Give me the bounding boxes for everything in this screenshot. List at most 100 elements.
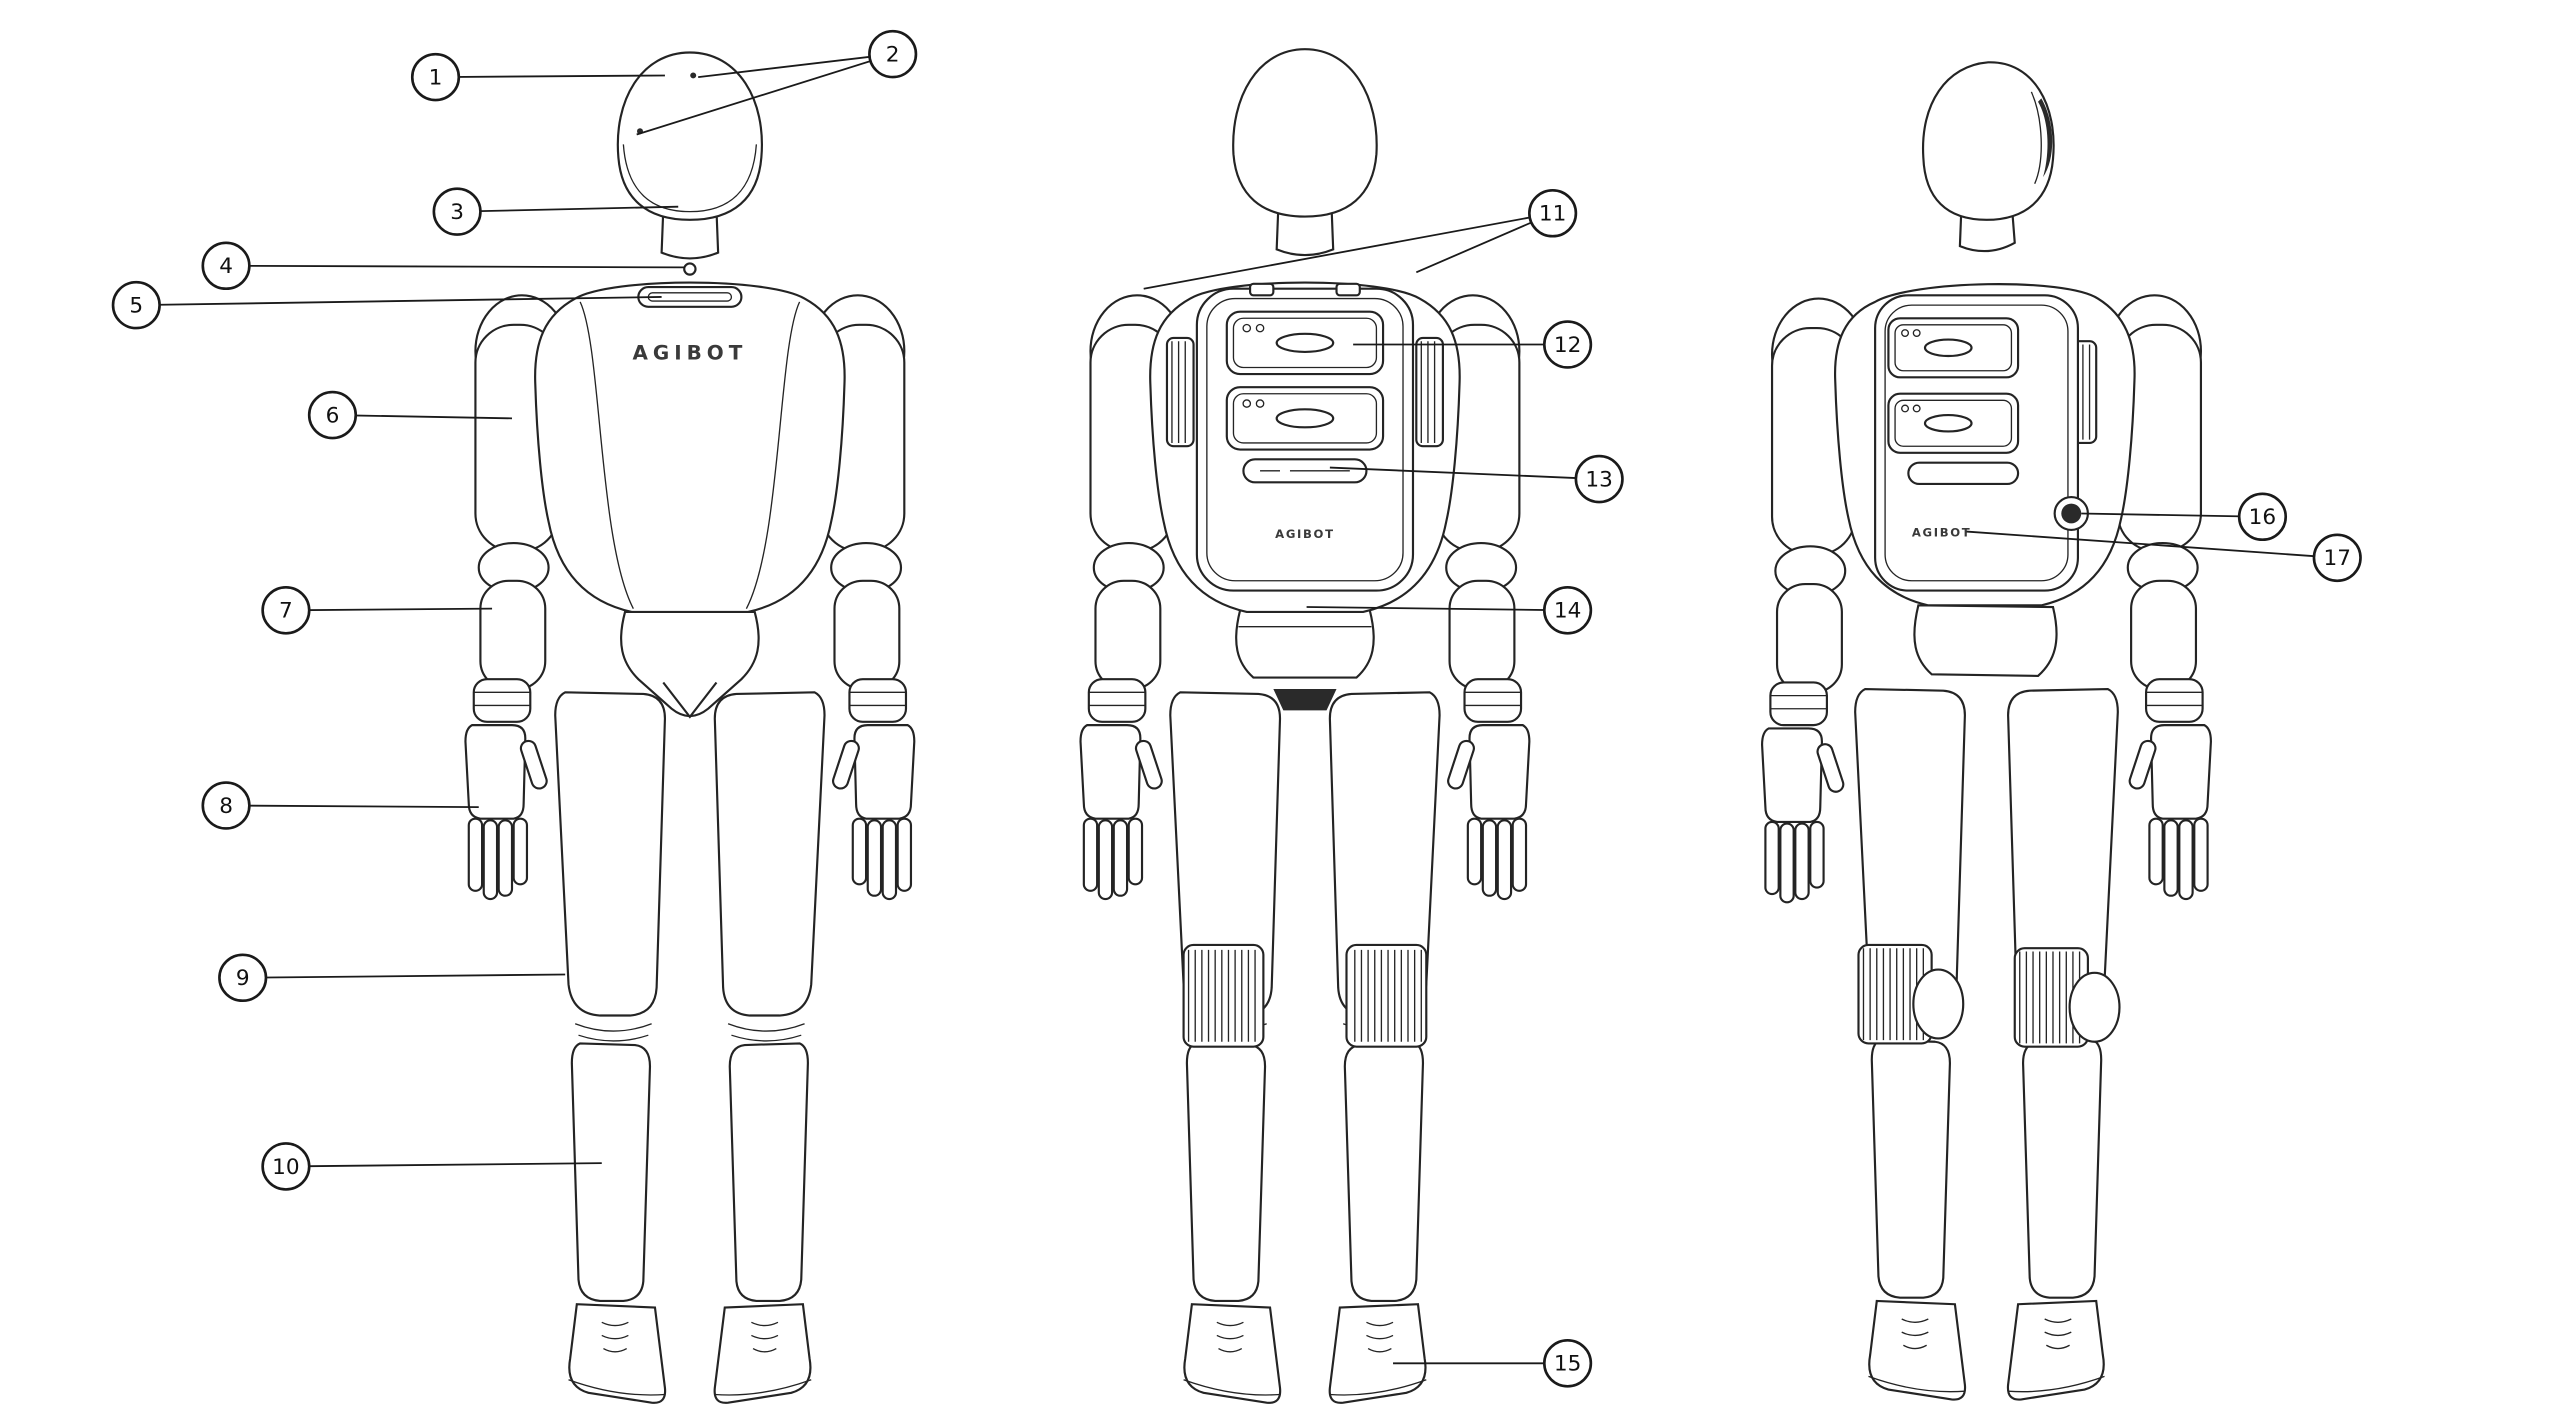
battery-module-2 [1225,386,1385,451]
callout-circle [261,1142,311,1191]
leader-line [285,607,493,612]
callout-15: 15 [1393,1339,1593,1388]
shoe-laces [601,1321,629,1353]
backpack-tab [1335,282,1361,297]
battery-inner-seam [1894,399,2013,447]
callout-11: 11 [1143,188,1578,290]
battery-module-1 [1225,310,1385,376]
leader-line [1966,530,2338,559]
callout-1: 1 [410,52,665,102]
crotch-seam [662,681,718,719]
shin [570,1042,652,1303]
callout-3: 3 [432,187,679,236]
battery-inner-seam [1232,317,1378,369]
callout-6: 6 [307,390,513,440]
battery-handle [1275,332,1335,353]
knee-pad-right [1345,943,1428,1048]
power-interface-slot [1907,461,2020,486]
battery-connector [1901,404,1910,413]
wrist [472,678,532,723]
knee-pad-hatch [1187,949,1256,1042]
pelvis [620,610,760,718]
pelvis-back [1235,609,1375,679]
callout-number: 6 [326,404,340,429]
foot [568,1303,667,1404]
leader-line [226,804,479,809]
battery-connector [1255,399,1265,408]
head-shell [616,51,763,221]
callout-number: 13 [1585,468,1612,493]
heat-vent-right [1415,336,1444,448]
callout-4: 4 [201,241,685,291]
leader-line [2081,512,2263,518]
front-view-figure: AGIBOT [464,51,916,1404]
backpack-brand-label: AGIBOT [1912,526,1972,540]
battery-handle [1275,408,1335,429]
wrist-bands [473,691,531,707]
leader-line [636,53,893,136]
callout-number: 16 [2249,505,2276,530]
callout-number: 5 [129,294,143,319]
battery-connector [1255,323,1265,333]
callout-circle [218,953,268,1003]
callout-number: 12 [1554,333,1581,358]
chest-brand-label: AGIBOT [632,341,747,364]
knee-seam [574,1023,652,1042]
sole-line [568,1379,665,1396]
back-view-figure: AGIBOT [1079,48,1531,1404]
callout-number: 8 [219,794,233,819]
finger [482,819,499,901]
callout-circle [1542,320,1593,369]
callout-circle [2237,492,2288,542]
callout-circle [432,187,482,236]
callout-number: 11 [1539,202,1566,227]
battery-module-2 [1887,392,2020,454]
callout-number: 2 [886,43,900,68]
knee-pad [1182,943,1265,1048]
callout-number: 3 [450,200,464,225]
vent-hatch [1171,341,1186,443]
callout-circle [1542,1339,1593,1388]
callout-circle [1574,454,1624,504]
leader-line [1329,466,1600,480]
heat-vent-left [1165,336,1195,448]
pelvis-port [1273,689,1337,711]
backpack-tab [1248,282,1275,297]
battery-connector [1242,399,1252,408]
leader-line [136,296,662,307]
callout-number: 15 [1554,1352,1581,1377]
leader-line [1306,606,1568,612]
callout-14: 14 [1306,586,1593,635]
knee-pad-frame [1182,943,1265,1048]
callout-number: 7 [279,599,293,624]
callout-12: 12 [1353,320,1593,369]
backpack-inner-seam [1206,297,1404,582]
finger [467,817,484,892]
callout-circle [868,29,918,79]
callout-circle [307,390,358,440]
knee-disc [1912,968,1965,1040]
callout-number: 17 [2324,546,2351,571]
thumb [519,739,548,790]
callout-5: 5 [111,280,662,330]
knee-pad-left [1857,943,1965,1045]
pelvis-back [1913,604,2058,677]
vent-frame [1165,336,1195,448]
callout-13: 13 [1329,454,1624,504]
callout-circle [111,280,161,330]
callout-7: 7 [261,586,493,635]
finger [497,819,514,897]
callout-8: 8 [201,781,479,830]
angled-back-view-figure: AGIBOT [1760,61,2212,1401]
callout-number: 4 [219,254,233,279]
backpack-brand-label: AGIBOT [1275,527,1335,541]
callout-10: 10 [261,1142,602,1191]
leader-line [457,205,679,213]
battery-inner-seam [1232,393,1378,444]
callout-circle [1542,586,1593,635]
callout-number: 1 [429,66,443,91]
leader-line [332,414,513,420]
leg-assembly-right [713,691,826,1404]
